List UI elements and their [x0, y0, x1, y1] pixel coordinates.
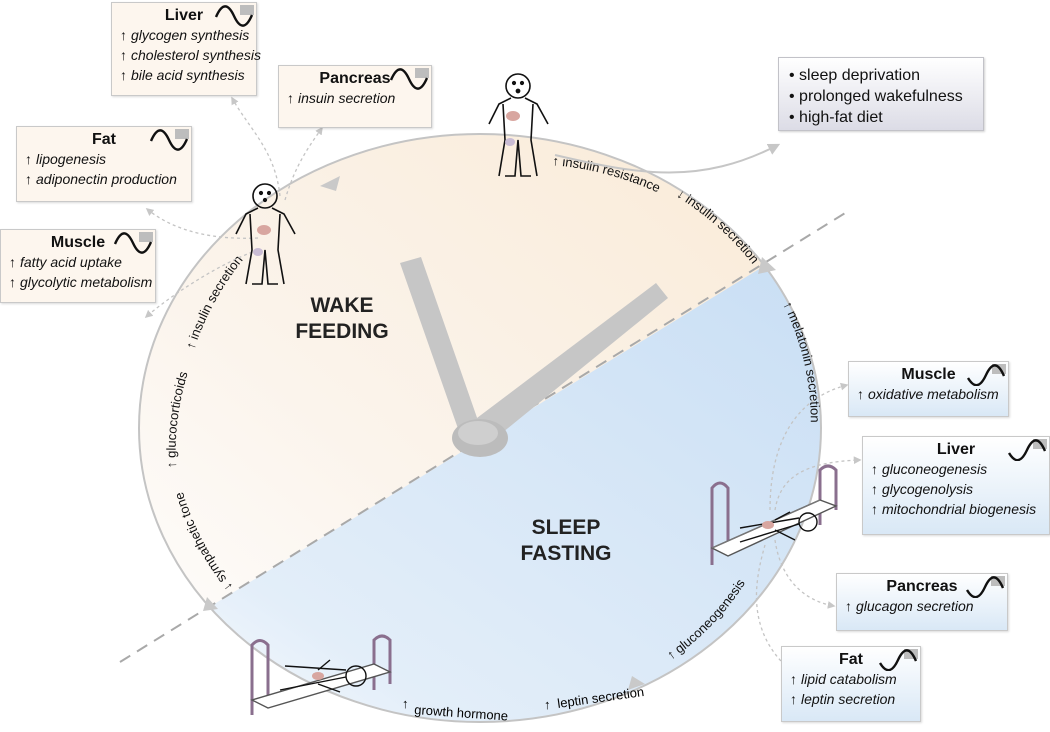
box-title: Fat — [92, 131, 116, 148]
box-title: Pancreas — [886, 578, 958, 595]
wake-label: WAKE — [311, 294, 374, 317]
svg-text:growth hormone: growth hormone — [414, 702, 509, 724]
clock-hands-icon — [400, 257, 668, 457]
list-item: ↑lipogenesis — [25, 151, 107, 167]
sine-wave-icon — [966, 364, 1006, 386]
rim-arrowhead — [203, 597, 218, 611]
rim-arrowhead — [320, 176, 340, 191]
list-item: ↑lipid catabolism — [790, 671, 897, 687]
pancreas-day-box: Pancreas ↑insuin secretion — [278, 65, 432, 128]
box-title: Muscle — [901, 366, 956, 383]
list-item: ↑fatty acid uptake — [9, 254, 122, 270]
svg-text:↑: ↑ — [544, 697, 551, 712]
sine-wave-icon — [389, 68, 429, 90]
box-title: Liver — [164, 7, 204, 24]
night-half — [139, 250, 821, 722]
list-item: ↑glycogenolysis — [871, 481, 974, 497]
list-item: ↑adiponectin production — [25, 171, 177, 187]
sleep-label: SLEEP — [532, 516, 601, 539]
sine-wave-icon — [878, 649, 918, 671]
clock-face — [139, 134, 821, 722]
list-item: • high-fat diet — [789, 109, 883, 126]
box-title: Muscle — [50, 234, 106, 251]
list-item: ↑oxidative metabolism — [857, 386, 999, 402]
person-in-bed-icon — [250, 634, 392, 715]
risk-factors-box: • sleep deprivation • prolonged wakefuln… — [778, 57, 984, 131]
list-item: ↑glycogen synthesis — [120, 27, 250, 43]
clock-rim — [138, 133, 822, 723]
list-item: ↑cholesterol synthesis — [120, 47, 261, 63]
list-item: ↑bile acid synthesis — [120, 67, 245, 83]
feeding-label: FEEDING — [295, 320, 388, 343]
sine-wave-icon — [149, 129, 189, 151]
box-title: Liver — [936, 441, 976, 458]
fasting-label: FASTING — [520, 542, 611, 565]
rim-arrowhead — [628, 676, 645, 690]
day-connectors — [144, 96, 323, 319]
sine-wave-icon — [1007, 439, 1047, 461]
person-standing-icon — [488, 73, 549, 177]
rim-label-growth-hormone: ↑ growth hormone — [402, 696, 509, 724]
box-title: Fat — [839, 651, 863, 668]
list-item: ↑mitochondrial biogenesis — [871, 501, 1037, 517]
sine-wave-icon — [214, 5, 254, 27]
liver-night-box: Liver ↑gluconeogenesis ↑glycogenolysis ↑… — [862, 436, 1050, 535]
muscle-night-box: Muscle ↑oxidative metabolism — [848, 361, 1009, 417]
sine-wave-icon — [965, 576, 1005, 598]
list-item: ↑insuin secretion — [287, 90, 396, 106]
muscle-day-box: Muscle ↑fatty acid uptake ↑glycolytic me… — [0, 229, 156, 303]
liver-day-box: Liver ↑glycogen synthesis ↑cholesterol s… — [111, 2, 261, 96]
list-item: ↑gluconeogenesis — [871, 461, 988, 477]
list-item: ↑glucagon secretion — [845, 598, 974, 614]
svg-text:↑: ↑ — [402, 696, 409, 711]
list-item: • sleep deprivation — [789, 67, 921, 84]
person-standing-icon — [235, 183, 296, 285]
box-title: Pancreas — [319, 70, 391, 87]
fat-night-box: Fat ↑lipid catabolism ↑leptin secretion — [781, 646, 921, 722]
list-item: ↑glycolytic metabolism — [9, 274, 153, 290]
pancreas-night-box: Pancreas ↑glucagon secretion — [836, 573, 1008, 631]
person-in-bed-icon — [710, 464, 838, 565]
fat-day-box: Fat ↑lipogenesis ↑adiponectin production — [16, 126, 192, 202]
rim-arrowhead — [758, 257, 776, 274]
night-connectors — [755, 382, 862, 672]
list-item: • prolonged wakefulness — [789, 88, 963, 105]
risk-connector — [554, 143, 781, 174]
sine-wave-icon — [113, 232, 153, 254]
list-item: ↑leptin secretion — [790, 691, 896, 707]
